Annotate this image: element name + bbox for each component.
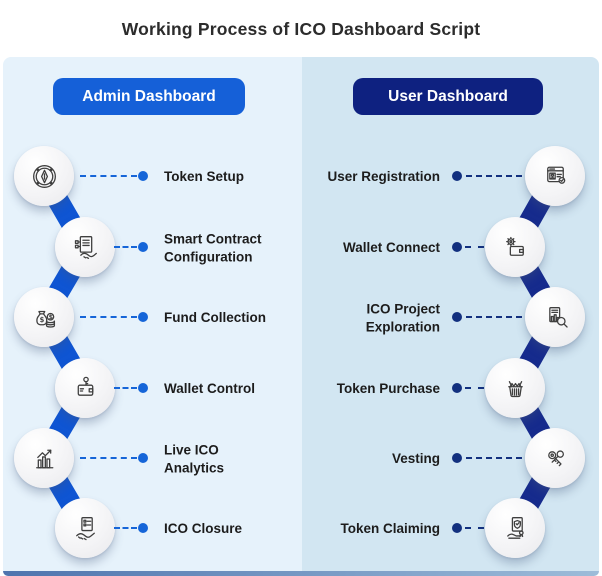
step-label: Token Claiming — [340, 521, 440, 537]
user-step-circle — [485, 498, 545, 558]
connector-dash — [465, 246, 484, 248]
bottom-strip — [3, 571, 599, 576]
connector-dash — [114, 387, 137, 389]
step-label: Smart Contract Configuration — [164, 231, 262, 264]
connector-dash — [465, 527, 484, 529]
user-step-circle — [485, 358, 545, 418]
step-label: Wallet Connect — [342, 240, 440, 256]
connector-dot — [138, 453, 148, 463]
step-label: Wallet Control — [164, 381, 255, 397]
connector-dot — [452, 171, 462, 181]
connector-dot — [452, 312, 462, 322]
smart-contract-icon — [74, 235, 97, 259]
connector-dash — [114, 246, 137, 248]
wallet-gear-icon — [505, 236, 524, 256]
svg-text:$: $ — [39, 316, 44, 324]
step-label: Token Purchase — [336, 381, 440, 397]
step-label: Fund Collection — [164, 310, 266, 326]
admin-step-circle — [14, 146, 74, 206]
fund-collection-icon: $ $ — [35, 310, 55, 328]
analytics-icon — [35, 449, 53, 468]
claim-shield-icon — [506, 516, 524, 539]
admin-step-circle — [55, 217, 115, 277]
admin-step-circle: $ $ — [14, 287, 74, 347]
connector-dash — [80, 175, 137, 177]
handshake-document-icon — [75, 516, 95, 540]
connector-dash — [466, 175, 522, 177]
user-step-circle — [525, 146, 585, 206]
connector-dash — [80, 316, 137, 318]
connector-dash — [465, 387, 484, 389]
step-label: Token Setup — [164, 169, 245, 185]
user-step-circle — [525, 287, 585, 347]
connector-dot — [138, 383, 148, 393]
connector-dash — [466, 316, 522, 318]
step-label: Vesting — [391, 451, 440, 467]
connector-dot — [138, 171, 148, 181]
admin-step-circle — [14, 428, 74, 488]
svg-text:$: $ — [48, 314, 52, 321]
step-label: User Registration — [327, 169, 440, 185]
connector-dot — [138, 312, 148, 322]
step-label: Live ICO Analytics — [164, 442, 225, 475]
connector-dot — [452, 523, 462, 533]
user-registration-icon — [546, 166, 565, 184]
token-coin-icon — [32, 164, 56, 188]
connector-dot — [138, 523, 148, 533]
page-title: Working Process of ICO Dashboard Script — [121, 19, 481, 39]
connector-dash — [114, 527, 137, 529]
project-exploration-icon — [548, 306, 568, 328]
basket-icon — [507, 380, 523, 397]
connector-dot — [452, 242, 462, 252]
step-label: ICO Closure — [164, 521, 243, 537]
keys-icon — [547, 449, 564, 466]
connector-dash — [466, 457, 522, 459]
admin-dashboard-button[interactable]: Admin Dashboard — [53, 78, 245, 115]
connector-dash — [80, 457, 137, 459]
admin-step-circle — [55, 498, 115, 558]
wallet-key-icon — [77, 376, 93, 396]
connector-dot — [452, 383, 462, 393]
admin-step-circle — [55, 358, 115, 418]
connector-dot — [138, 242, 148, 252]
step-label: ICO Project Exploration — [365, 301, 440, 334]
user-dashboard-button[interactable]: User Dashboard — [353, 78, 543, 115]
user-step-circle — [525, 428, 585, 488]
user-step-circle — [485, 217, 545, 277]
connector-dot — [452, 453, 462, 463]
